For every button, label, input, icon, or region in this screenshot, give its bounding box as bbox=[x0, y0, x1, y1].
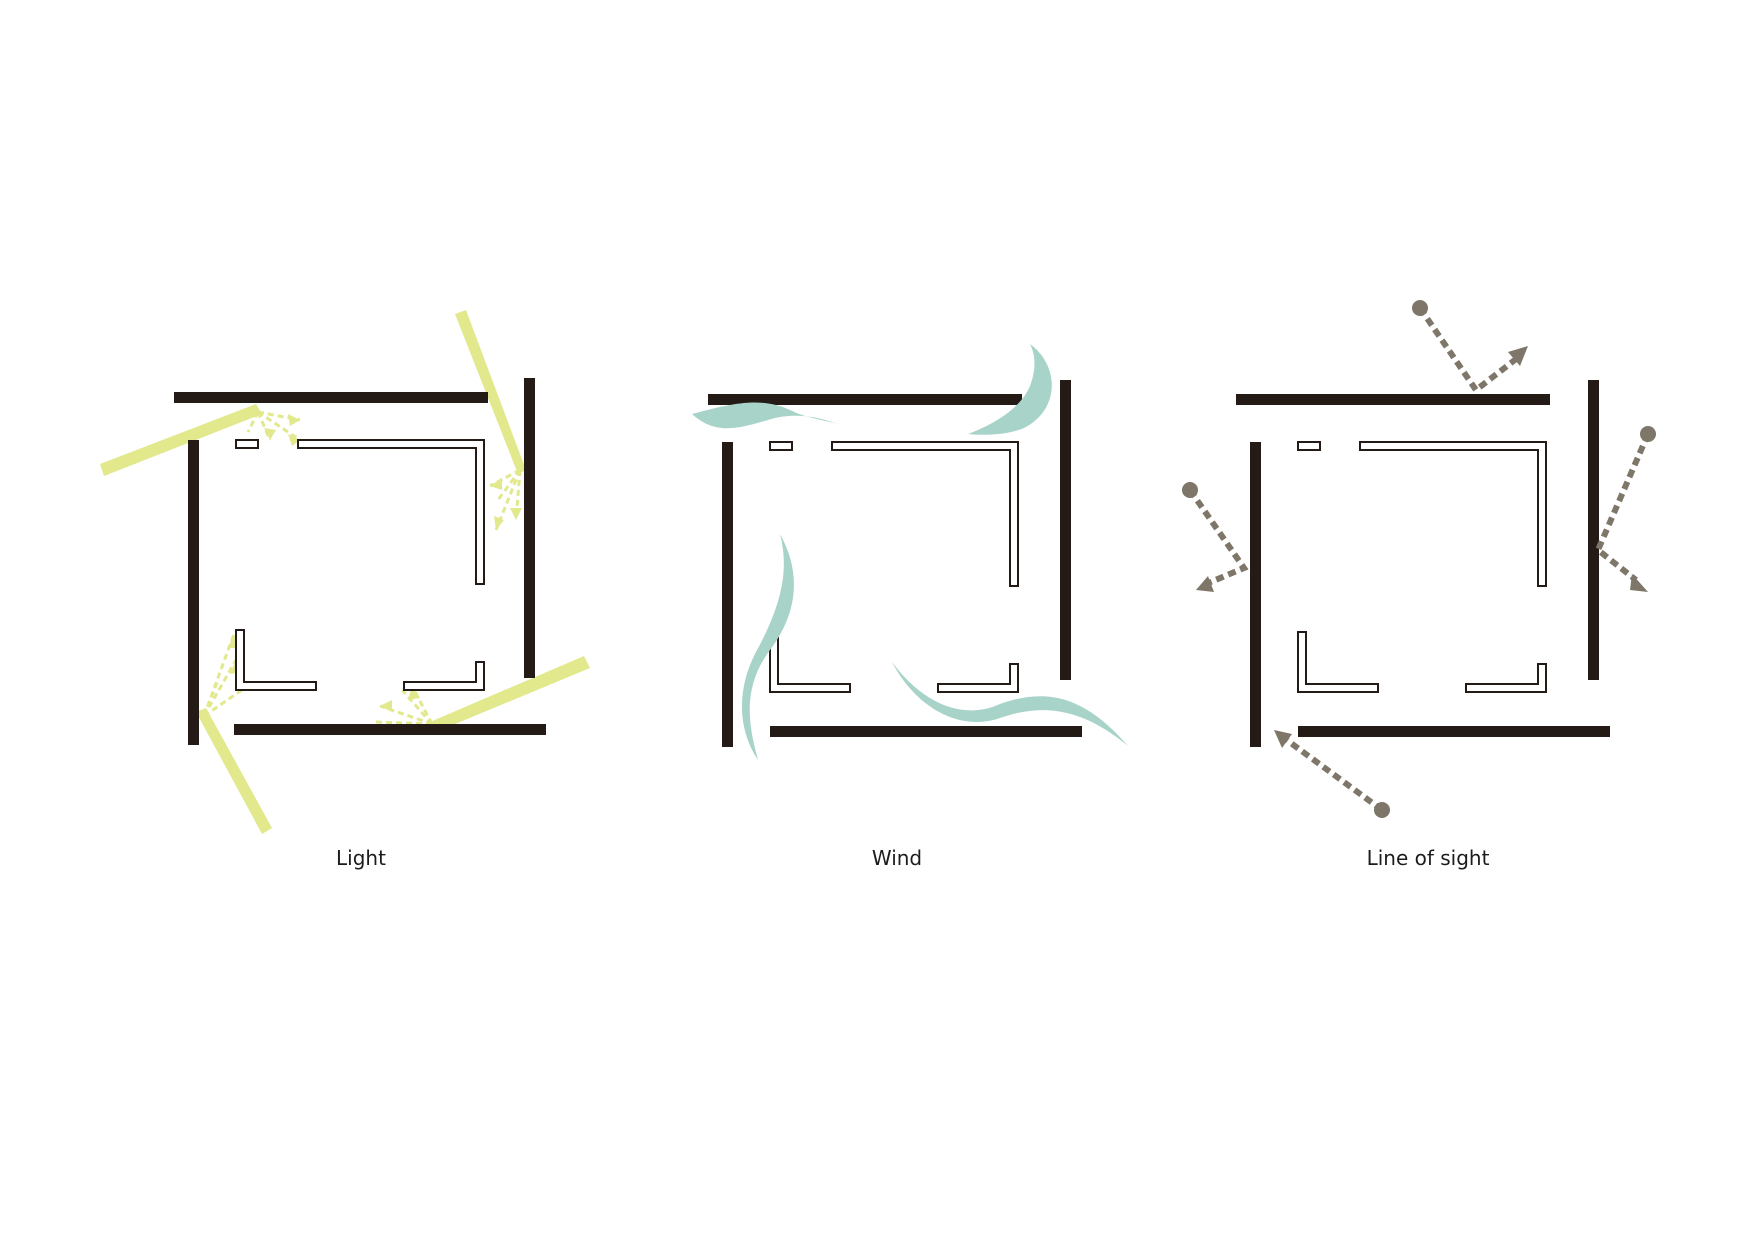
inner-partitions bbox=[1297, 441, 1547, 693]
sight-lines bbox=[1187, 306, 1651, 813]
sight-line-left bbox=[1187, 488, 1249, 587]
panel-caption-sight: Line of sight bbox=[1366, 846, 1490, 870]
viewpoint-dot bbox=[1640, 426, 1656, 442]
wind-flow-top-right bbox=[968, 344, 1052, 435]
viewpoint-dot bbox=[1374, 802, 1390, 818]
sight-viewpoints bbox=[1182, 300, 1656, 818]
light-reflection-arrows bbox=[202, 410, 522, 726]
inner-partitions bbox=[769, 441, 1019, 693]
light-beam-top-left bbox=[100, 404, 262, 476]
wind-flow-bottom-right bbox=[892, 662, 1128, 746]
outer-walls bbox=[174, 378, 546, 745]
wind-flow-left bbox=[741, 534, 794, 760]
viewpoint-dot bbox=[1412, 300, 1428, 316]
sight-line-bottom bbox=[1282, 735, 1384, 813]
light-panel bbox=[100, 310, 590, 834]
inner-partitions bbox=[235, 439, 485, 691]
light-beam-bottom-left bbox=[196, 708, 272, 834]
sight-panel bbox=[1182, 300, 1656, 818]
sight-arrowheads bbox=[1196, 346, 1648, 748]
panel-caption-wind: Wind bbox=[871, 846, 923, 870]
sight-line-right bbox=[1594, 432, 1651, 583]
sight-line-top bbox=[1417, 306, 1522, 395]
light-beam-top-right bbox=[455, 310, 526, 474]
wind-flow-top-left bbox=[692, 402, 842, 429]
light-rays bbox=[100, 310, 590, 834]
wind-panel bbox=[692, 344, 1128, 760]
outer-walls bbox=[1236, 380, 1610, 747]
wind-flows bbox=[692, 344, 1128, 760]
panel-caption-light: Light bbox=[336, 846, 386, 870]
viewpoint-dot bbox=[1182, 482, 1198, 498]
outer-walls bbox=[708, 380, 1082, 747]
light-beam-bottom-right bbox=[430, 656, 590, 732]
